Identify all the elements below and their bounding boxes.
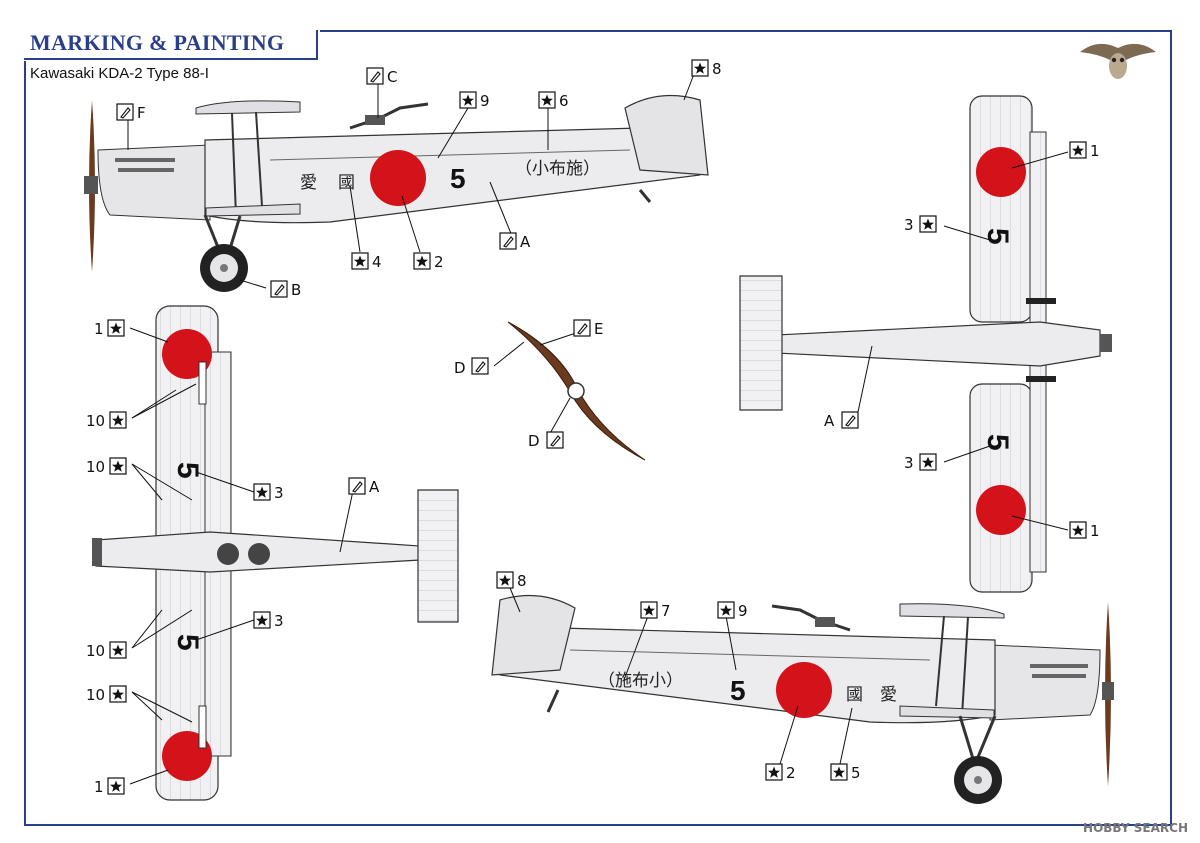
decal-label-5: 5: [851, 764, 861, 782]
decal-label-2: 2: [434, 253, 444, 271]
paint-brush-icon: [270, 280, 288, 298]
paint-brush-icon: [546, 431, 564, 449]
title-tab-underline: [24, 58, 318, 60]
sheet-frame: [24, 30, 1172, 826]
aircraft-number-top-2: 5: [171, 634, 204, 651]
side-view-right: 國 愛 5 （施布小）: [491, 594, 1114, 804]
decal-label-10: 10: [86, 412, 105, 430]
kanji-koku: 國: [338, 173, 355, 193]
paint-label-D: D: [454, 359, 466, 377]
decal-star-icon: [765, 763, 783, 781]
decal-star-icon: [1069, 141, 1087, 159]
decal-star-icon: [691, 59, 709, 77]
decal-star-icon: [109, 411, 127, 429]
decal-star-icon: [107, 777, 125, 795]
decal-star-icon: [830, 763, 848, 781]
decal-label-8: 8: [712, 60, 722, 78]
hinomaru-side: [370, 150, 426, 206]
decal-star-icon: [109, 685, 127, 703]
page-title: MARKING & PAINTING: [30, 30, 285, 55]
decal-label-1: 1: [1090, 522, 1100, 540]
paint-label-A: A: [824, 412, 835, 430]
aircraft-name: Kawasaki KDA-2 Type 88-I: [30, 65, 209, 82]
decal-star-icon: [717, 601, 735, 619]
decal-label-8: 8: [517, 572, 527, 590]
kanji-koku-right: 國: [846, 685, 863, 705]
decal-star-icon: [413, 252, 431, 270]
callouts-top-view: [129, 327, 355, 785]
donor-inscription-side: （小布施）: [515, 159, 600, 179]
hinomaru-bottom-upper: [976, 147, 1026, 197]
paint-label-C: C: [387, 68, 397, 86]
decal-star-icon: [107, 319, 125, 337]
kanji-ai-right: 愛: [880, 685, 897, 705]
paint-brush-icon: [499, 232, 517, 250]
decal-star-icon: [253, 483, 271, 501]
paint-brush-icon: [841, 411, 859, 429]
aircraft-number-bottom-1: 5: [981, 228, 1014, 245]
decal-label-3: 3: [904, 216, 914, 234]
decal-label-6: 6: [559, 92, 569, 110]
title-tab-edge: [316, 30, 318, 60]
callouts-side-left: [127, 73, 695, 289]
aircraft-number-bottom-2: 5: [981, 434, 1014, 451]
paint-brush-icon: [116, 103, 134, 121]
decal-label-2: 2: [786, 764, 796, 782]
decal-star-icon: [640, 601, 658, 619]
paint-brush-icon: [348, 477, 366, 495]
decal-star-icon: [538, 91, 556, 109]
decal-label-7: 7: [661, 602, 671, 620]
decal-star-icon: [919, 453, 937, 471]
decal-label-1: 1: [94, 778, 104, 796]
paint-brush-icon: [573, 319, 591, 337]
paint-label-A: A: [369, 478, 380, 496]
decal-label-10: 10: [86, 458, 105, 476]
propeller-detail: [507, 321, 646, 461]
decal-star-icon: [496, 571, 514, 589]
decal-label-4: 4: [372, 253, 382, 271]
donor-inscription-side-right: （施布小）: [598, 671, 683, 691]
decal-label-9: 9: [480, 92, 490, 110]
owl-logo-icon: [1080, 43, 1156, 79]
paint-label-D: D: [528, 432, 540, 450]
paint-label-B: B: [291, 281, 301, 299]
bottom-view: 5 5: [739, 95, 1112, 593]
decal-label-10: 10: [86, 686, 105, 704]
decal-star-icon: [109, 457, 127, 475]
decal-label-3: 3: [274, 484, 284, 502]
decal-star-icon: [1069, 521, 1087, 539]
hinomaru-bottom-lower: [976, 485, 1026, 535]
paint-label-A: A: [520, 233, 531, 251]
paint-label-F: F: [137, 104, 146, 122]
decal-label-3: 3: [274, 612, 284, 630]
kanji-ai: 愛: [300, 173, 317, 193]
top-view: 5 5: [92, 305, 459, 801]
decal-star-icon: [459, 91, 477, 109]
aircraft-number-top-1: 5: [171, 462, 204, 479]
watermark: HOBBY SEARCH: [1083, 821, 1188, 835]
hinomaru-side-right: [776, 662, 832, 718]
paint-brush-icon: [471, 357, 489, 375]
decal-label-10: 10: [86, 642, 105, 660]
decal-star-icon: [253, 611, 271, 629]
decal-star-icon: [919, 215, 937, 233]
decal-star-icon: [109, 641, 127, 659]
paint-brush-icon: [366, 67, 384, 85]
title-tab: [20, 27, 320, 61]
decal-star-icon: [351, 252, 369, 270]
decal-label-3: 3: [904, 454, 914, 472]
paint-label-E: E: [594, 320, 603, 338]
side-view-left: 愛 國 5 （小布施）: [84, 94, 709, 292]
aircraft-number-side-right: 5: [730, 675, 746, 706]
decal-label-9: 9: [738, 602, 748, 620]
decal-label-1: 1: [1090, 142, 1100, 160]
aircraft-number-side: 5: [450, 163, 466, 194]
decal-label-1: 1: [94, 320, 104, 338]
